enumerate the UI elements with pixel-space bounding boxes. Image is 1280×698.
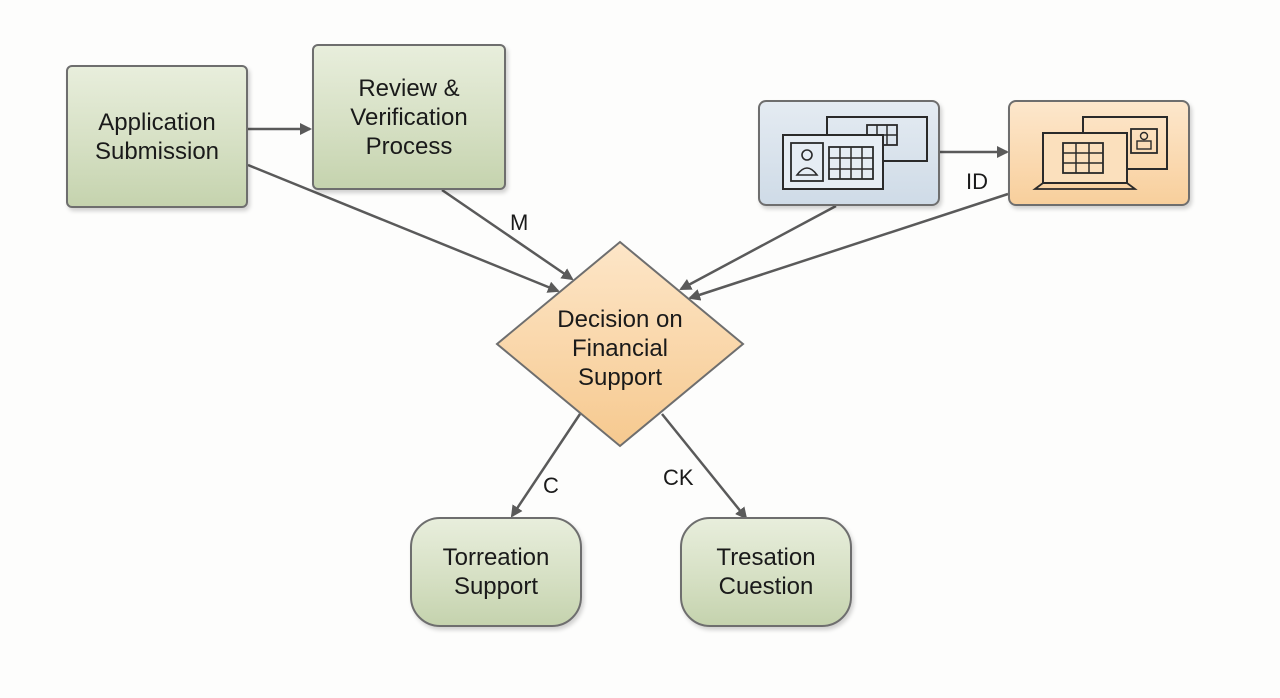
orange-icon-card[interactable]	[1008, 100, 1190, 206]
edge-decision-to-tresation	[661, 413, 748, 520]
application-submission-node[interactable]: Application Submission	[66, 65, 248, 208]
tresation-cuestion-label: Tresation Cuestion	[716, 544, 816, 600]
edge-label-m: M	[510, 210, 529, 235]
review-verification-label: Review & Verification Process	[350, 74, 468, 160]
user-grid-window-icon	[782, 116, 928, 190]
edge-label-ck: CK	[663, 465, 694, 490]
blue-icon-card[interactable]	[758, 100, 940, 206]
tresation-cuestion-node[interactable]: Tresation Cuestion	[680, 517, 852, 627]
decision-label: Decision on Financial Support	[557, 305, 683, 391]
torreation-support-node[interactable]: Torreation Support	[410, 517, 582, 627]
laptop-grid-window-icon	[1032, 116, 1168, 190]
edge-blue-card-to-decision	[679, 204, 837, 291]
decision-diamond[interactable]	[495, 240, 745, 448]
edge-application-to-decision	[247, 163, 560, 293]
edge-label-id: ID	[966, 169, 988, 194]
review-verification-node[interactable]: Review & Verification Process	[312, 44, 506, 190]
application-submission-label: Application Submission	[94, 108, 220, 165]
edge-decision-to-torreation	[510, 413, 582, 518]
edge-review-to-decision	[441, 188, 574, 281]
torreation-support-label: Torreation Support	[442, 544, 550, 600]
edge-label-c: C	[543, 473, 559, 498]
edge-orange-card-to-decision	[688, 192, 1009, 301]
